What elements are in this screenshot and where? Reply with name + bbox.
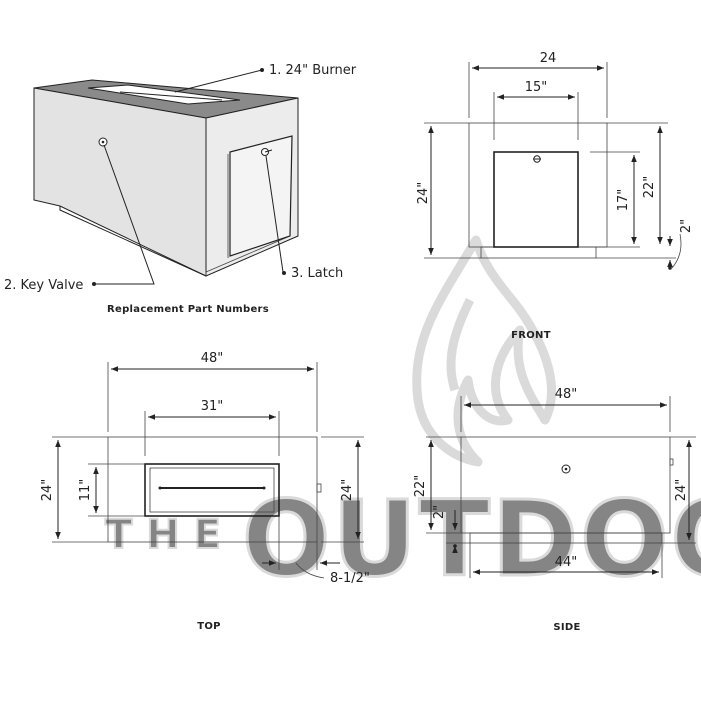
side-height-left-label: 22" <box>413 475 428 498</box>
top-width-right-label: 24" <box>340 479 355 502</box>
top-burner-length-label: 31" <box>201 399 224 414</box>
front-width-label: 24 <box>540 51 557 66</box>
front-view: 24 15" 24" 17" 22" 2" FRONT <box>416 51 694 341</box>
front-inner-height-label: 22" <box>642 176 657 199</box>
caption-front: FRONT <box>511 330 551 341</box>
side-base <box>469 532 663 544</box>
flame-icon <box>412 235 556 467</box>
watermark: THE OUTDOOR <box>104 235 701 602</box>
front-door-height-label: 17" <box>616 189 631 212</box>
front-base <box>480 246 597 259</box>
side-base-length-label: 44" <box>555 555 578 570</box>
top-burner-width-label: 11" <box>78 479 93 502</box>
callout-latch: 3. Latch <box>291 266 343 281</box>
side-base-label: 2" <box>432 505 447 519</box>
top-view: 48" 31" 24" 11" 24" 8-1/2" TOP <box>40 351 370 632</box>
front-door <box>493 151 579 248</box>
front-height-label: 24" <box>416 182 431 205</box>
callout-key-valve: 2. Key Valve <box>4 278 83 293</box>
front-body <box>468 122 608 248</box>
side-height-right-label: 24" <box>674 479 689 502</box>
iso-burner-opening <box>87 84 241 105</box>
iso-latch <box>261 148 273 156</box>
top-offset-label: 8-1/2" <box>330 571 370 586</box>
watermark-outdoor: OUTDOOR <box>242 478 701 600</box>
iso-front-face <box>33 87 207 277</box>
front-base-label: 2" <box>679 219 694 233</box>
watermark-the: THE <box>105 512 235 558</box>
top-width-label: 24" <box>40 479 55 502</box>
caption-side: SIDE <box>553 622 580 633</box>
side-view: 48" 22" 2" 24" 44" SIDE <box>413 387 696 633</box>
side-length-label: 48" <box>555 387 578 402</box>
top-burner <box>144 463 280 517</box>
caption-top: TOP <box>197 621 221 632</box>
top-length-label: 48" <box>201 351 224 366</box>
front-door-width-label: 15" <box>525 80 548 95</box>
caption-replacement: Replacement Part Numbers <box>107 304 269 315</box>
iso-door <box>229 135 293 257</box>
isometric-view: 1. 24" Burner 2. Key Valve 3. Latch Repl… <box>4 63 357 315</box>
callout-burner: 1. 24" Burner <box>269 63 357 78</box>
